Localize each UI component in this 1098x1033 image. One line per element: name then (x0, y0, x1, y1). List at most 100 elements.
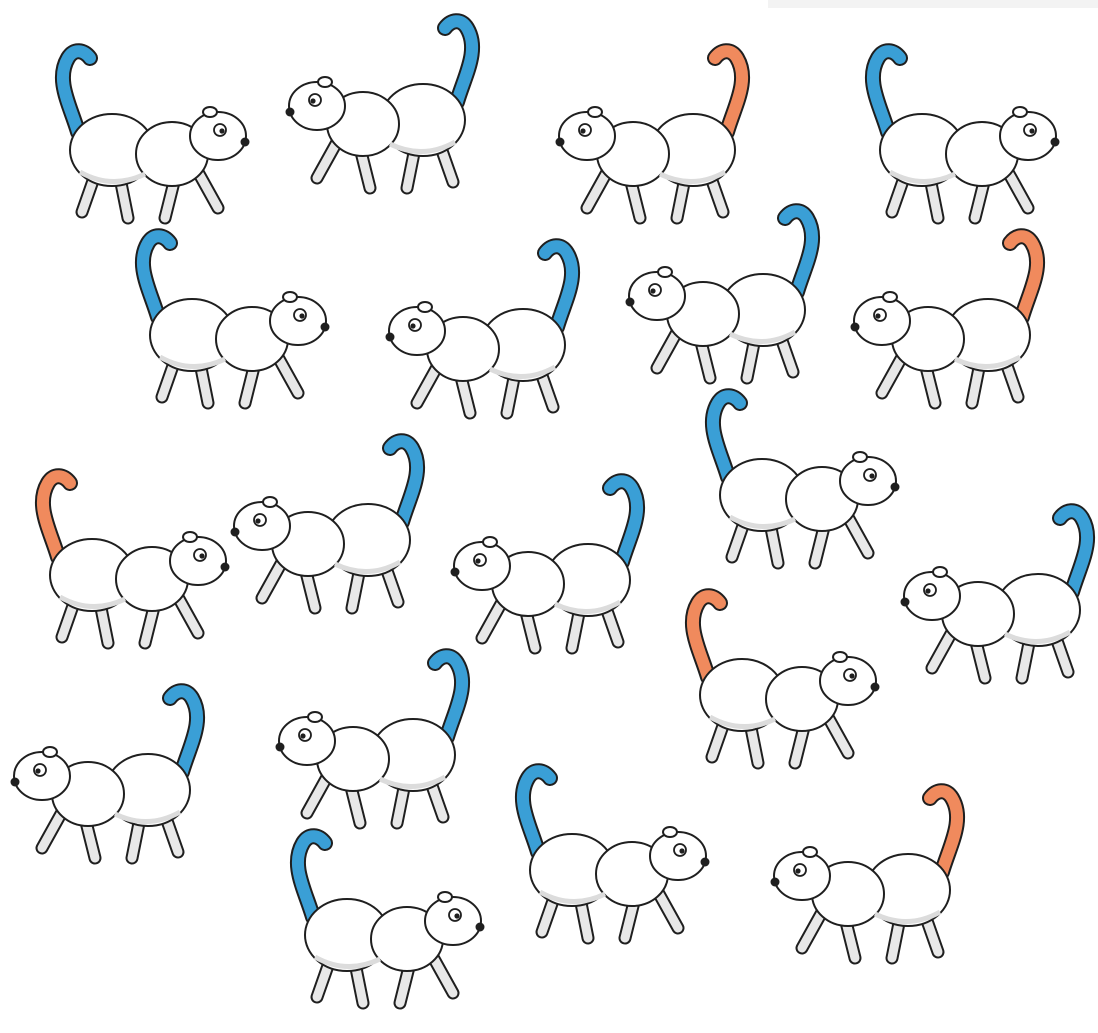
body-shade (658, 169, 727, 185)
nose (475, 922, 485, 932)
nose (240, 137, 250, 147)
nose (320, 322, 330, 332)
nose (850, 322, 860, 332)
tail (779, 205, 819, 298)
animal-figure (34, 468, 230, 650)
tail (429, 650, 469, 743)
animal-figure (850, 228, 1046, 410)
leg (477, 597, 507, 643)
nose (285, 107, 295, 117)
leg (302, 772, 332, 818)
body-shade (113, 809, 182, 825)
body-shade (333, 559, 402, 575)
nose (890, 482, 900, 492)
tail (604, 475, 644, 568)
body-shade (388, 139, 457, 155)
body-shade (78, 169, 147, 185)
body-shade (728, 329, 797, 345)
body-shade (728, 514, 797, 530)
nose (10, 777, 20, 787)
animal-figure (684, 588, 880, 770)
animal-figure (385, 238, 581, 420)
tail (706, 390, 746, 483)
leg (797, 907, 827, 953)
ear (832, 651, 848, 663)
nose (555, 137, 565, 147)
pupil (925, 588, 931, 594)
leg (428, 952, 458, 998)
body-shade (708, 714, 777, 730)
pupil (679, 848, 685, 854)
tail (164, 685, 204, 778)
ear (307, 711, 323, 723)
pupil (1029, 128, 1035, 134)
animal-figure (54, 43, 250, 225)
pupil (219, 128, 225, 134)
ear (262, 496, 278, 508)
leg (173, 592, 203, 638)
pupil (299, 313, 305, 319)
pupil (849, 673, 855, 679)
tail (686, 590, 726, 683)
tail (866, 45, 906, 138)
ear (662, 826, 678, 838)
nose (230, 527, 240, 537)
tail (709, 45, 749, 138)
body-shade (313, 954, 382, 970)
ear (802, 846, 818, 858)
pupil (255, 518, 261, 524)
tail (291, 830, 331, 923)
leg (412, 362, 442, 408)
ear (42, 746, 58, 758)
nose (385, 332, 395, 342)
ear (657, 266, 673, 278)
animal-figure (134, 228, 330, 410)
pupil (410, 323, 416, 329)
body-shade (953, 354, 1022, 370)
tail (36, 470, 76, 563)
nose (870, 682, 880, 692)
nose (770, 877, 780, 887)
leg (927, 627, 957, 673)
leg (652, 327, 682, 373)
ear (852, 451, 868, 463)
ear (182, 531, 198, 543)
animal-figure (625, 203, 821, 385)
animal-figure (285, 13, 481, 195)
pupil (580, 128, 586, 134)
body-shade (873, 909, 942, 925)
pupil (199, 553, 205, 559)
body-shade (553, 599, 622, 615)
animal-figure (900, 503, 1096, 685)
leg (312, 137, 342, 183)
animal-figure (275, 648, 471, 830)
ear (1012, 106, 1028, 118)
nose (1050, 137, 1060, 147)
animal-figure (864, 43, 1060, 225)
ear (587, 106, 603, 118)
pupil (795, 868, 801, 874)
ear (882, 291, 898, 303)
tail (136, 230, 176, 323)
body-shade (538, 889, 607, 905)
ear (202, 106, 218, 118)
leg (273, 352, 303, 398)
pupil (475, 558, 481, 564)
tail (1054, 505, 1094, 598)
nose (450, 567, 460, 577)
leg (257, 557, 287, 603)
animal-figure (704, 388, 900, 570)
leg (582, 167, 612, 213)
ear (932, 566, 948, 578)
leg (37, 807, 67, 853)
pupil (35, 768, 41, 774)
leg (1003, 167, 1033, 213)
animal-figure (10, 683, 206, 865)
nose (275, 742, 285, 752)
body-shade (888, 169, 957, 185)
tail (384, 435, 424, 528)
tail (439, 15, 479, 108)
pupil (650, 288, 656, 294)
